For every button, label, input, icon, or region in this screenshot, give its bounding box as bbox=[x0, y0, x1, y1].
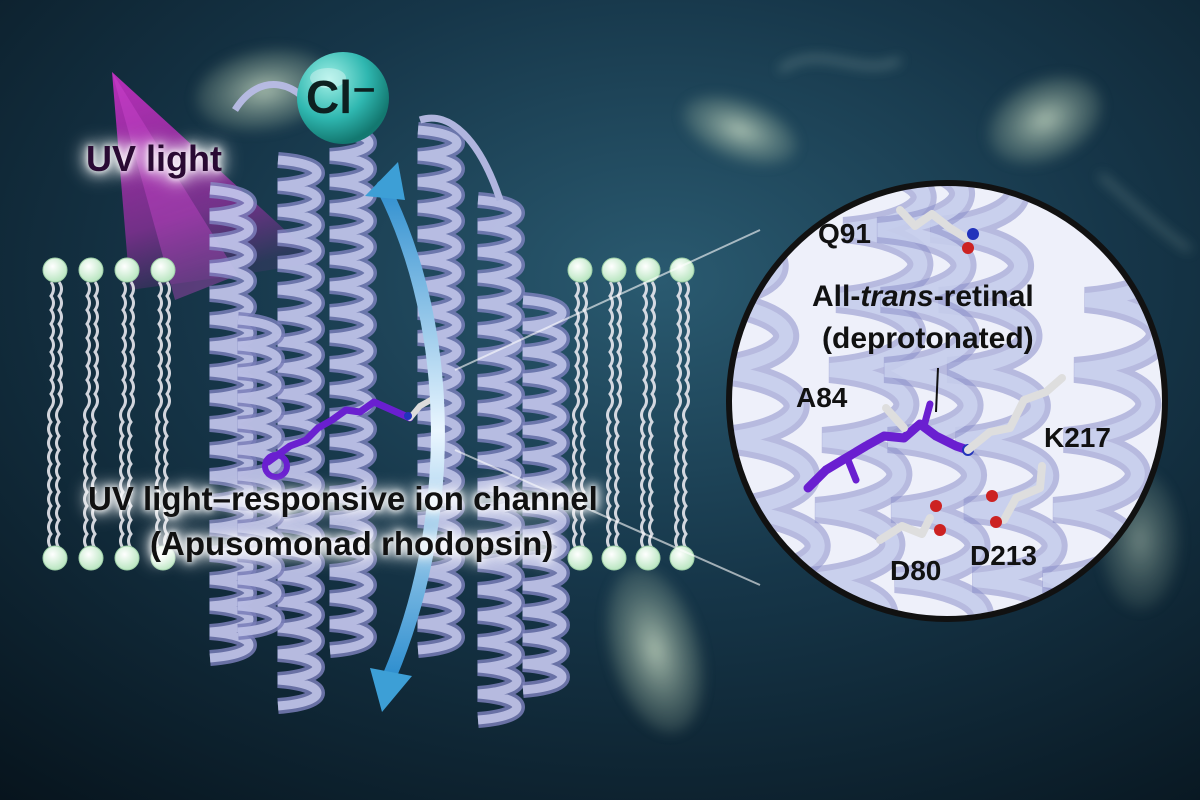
residue-d80: D80 bbox=[890, 555, 941, 587]
residue-d213: D213 bbox=[970, 540, 1037, 572]
uv-light-label: UV light bbox=[86, 138, 222, 180]
retinal-label: All-trans-retinal bbox=[812, 280, 1034, 314]
retinal-suffix: -retinal bbox=[934, 280, 1034, 313]
residue-q91: Q91 bbox=[818, 218, 871, 250]
retinal-state-label: (deprotonated) bbox=[822, 322, 1034, 356]
chloride-label: Cl⁻ bbox=[306, 70, 376, 124]
retinal-italic: trans bbox=[860, 280, 933, 313]
residue-k217: K217 bbox=[1044, 422, 1111, 454]
channel-label-line2: (Apusomonad rhodopsin) bbox=[150, 525, 553, 563]
residue-a84: A84 bbox=[796, 382, 847, 414]
channel-label-line1: UV light–responsive ion channel bbox=[88, 480, 598, 518]
retinal-prefix: All- bbox=[812, 280, 860, 313]
